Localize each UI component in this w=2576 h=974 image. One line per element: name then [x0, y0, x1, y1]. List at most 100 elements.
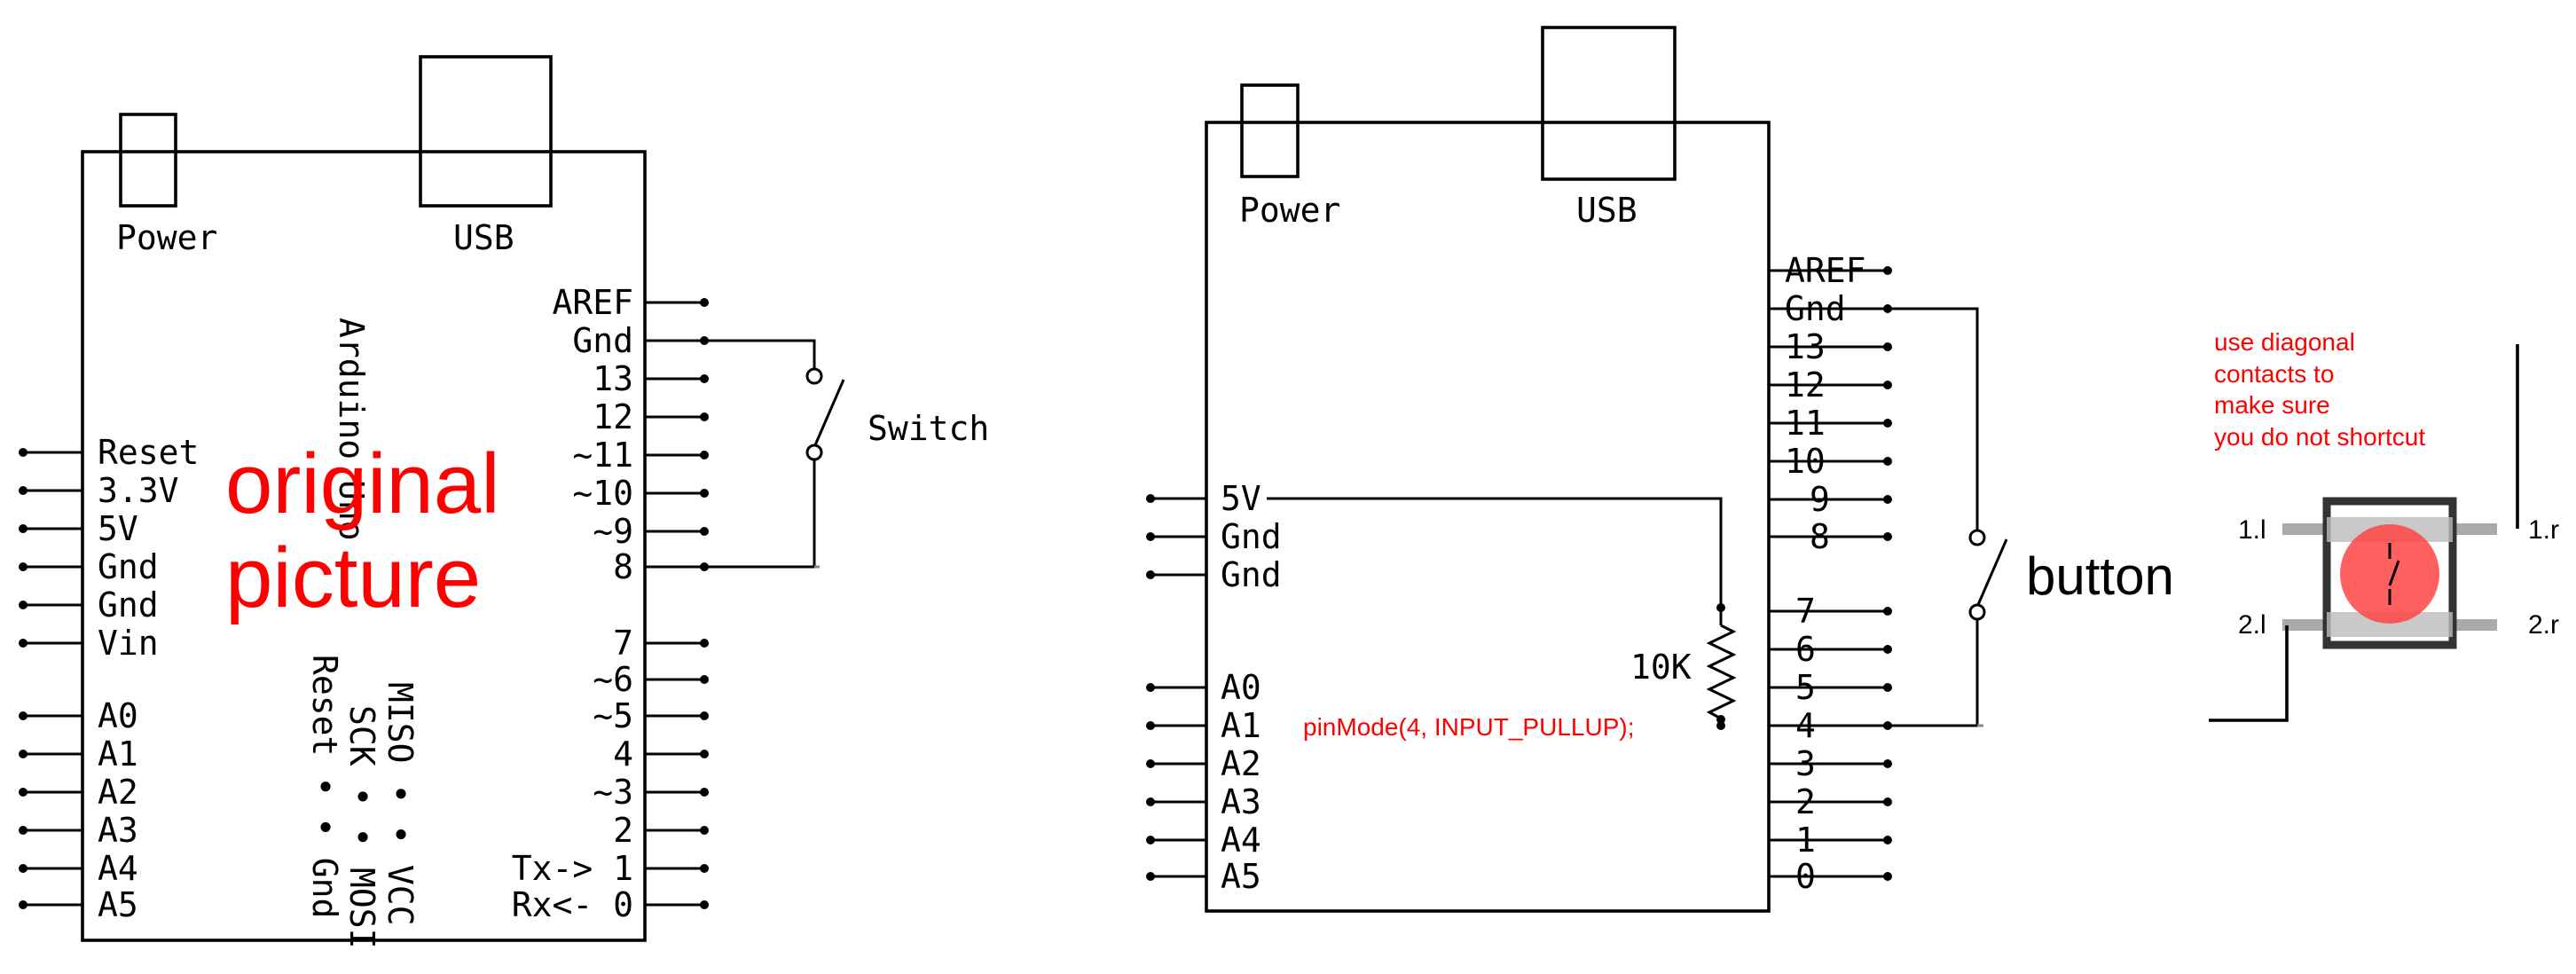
- rb-pin-5: 5: [1769, 668, 1892, 707]
- pin-2l-label: 2.l: [2238, 610, 2266, 640]
- left-pin-vin: Vin: [19, 624, 159, 663]
- rb-left-pin-label: A5: [1221, 857, 1261, 896]
- rb-left-pin-label: A0: [1221, 668, 1261, 707]
- right-pin-label: ~3: [593, 773, 633, 812]
- rb-left-pin-label: A1: [1221, 706, 1261, 745]
- note-line-1: use diagonal: [2214, 328, 2355, 356]
- code-annotation: pinMode(4, INPUT_PULLUP);: [1303, 713, 1634, 741]
- right-pin-9: ~9: [593, 512, 709, 551]
- left-pin-gnd2: Gnd: [19, 585, 159, 624]
- right-pin-3: ~3: [593, 773, 709, 812]
- right-pin-label: ~11: [572, 436, 633, 475]
- right-pin-label: Tx-> 1: [512, 849, 633, 888]
- right-pin-label: 13: [593, 359, 633, 398]
- left-header-right: AREF Gnd 13 12 ~11 ~10 ~9 8 7 ~6 ~5 4 ~3…: [512, 283, 709, 924]
- wire-2l: [2209, 625, 2289, 722]
- rb-pin-gnd: Gnd: [1769, 289, 1892, 328]
- rb-right-pin-label: 9: [1810, 480, 1830, 519]
- pin-1l-label: 1.l: [2238, 515, 2266, 545]
- rb-pin-10: 10: [1769, 442, 1892, 481]
- button-label: button: [2026, 546, 2174, 606]
- left-arduino-board: Power USB Arduino Uno Reset 3.3V 5V Gnd …: [19, 55, 989, 949]
- right-pin-7: 7: [613, 624, 709, 663]
- left-pin-label: A5: [98, 885, 138, 924]
- icsp-col1-label: Reset • • Gnd: [305, 655, 344, 918]
- right-pin-0: Rx<- 0: [512, 885, 709, 924]
- left-pin-label: Reset: [98, 433, 199, 472]
- rb-left-pin-label: A4: [1221, 821, 1261, 860]
- resistor-label: 10K: [1630, 648, 1692, 687]
- rb-right-pin-label: 11: [1785, 404, 1826, 443]
- icsp-col2-label: SCK • • MOSI: [342, 705, 381, 949]
- rb-left-pin-label: Gnd: [1221, 555, 1282, 594]
- right-pin-8: 8: [613, 547, 709, 586]
- note-line-4: you do not shortcut: [2214, 423, 2425, 451]
- rb-pin-a4: A4: [1146, 821, 1261, 860]
- left-pin-a1: A1: [19, 734, 138, 774]
- right-pin-1: Tx-> 1: [512, 849, 709, 888]
- right-header-left: 5V Gnd Gnd A0 A1 A2 A3 A4 A5: [1146, 479, 1282, 896]
- rb-right-pin-label: 10: [1785, 442, 1826, 481]
- left-switch: Switch: [704, 339, 989, 569]
- left-pin-label: A3: [98, 811, 138, 850]
- right-header-right: AREF Gnd 13 12 11 10 9 8 7 6 5 4 3 2 1 0: [1769, 251, 1892, 896]
- rb-right-pin-label: 12: [1785, 365, 1826, 405]
- right-pin-2: 2: [613, 811, 709, 850]
- right-pin-11: ~11: [572, 436, 709, 475]
- right-pin-label: AREF: [552, 283, 633, 322]
- right-pin-label: 7: [613, 624, 633, 663]
- left-pin-a0: A0: [19, 696, 138, 735]
- left-pin-label: Gnd: [98, 585, 159, 624]
- left-pin-reset: Reset: [19, 433, 199, 472]
- right-power-jack: [1240, 83, 1300, 178]
- rb-pin-a3: A3: [1146, 782, 1261, 821]
- left-pin-label: Vin: [98, 624, 159, 663]
- left-board-name: Arduino Uno: [332, 318, 371, 541]
- right-pin-label: 8: [613, 547, 633, 586]
- rb-right-pin-label: 4: [1795, 706, 1816, 745]
- left-pin-label: Gnd: [98, 547, 159, 586]
- right-arduino-board: Power USB 5V Gnd Gnd A0 A1 A2 A3 A4 A5 A…: [1146, 26, 2174, 913]
- rb-pin-6: 6: [1769, 630, 1892, 669]
- left-pin-3v3: 3.3V: [19, 471, 179, 510]
- right-pin-12: 12: [593, 397, 709, 436]
- rb-right-pin-label: 3: [1795, 744, 1816, 783]
- rb-pin-aref: AREF: [1769, 251, 1892, 290]
- note-line-3: make sure: [2214, 391, 2330, 419]
- rb-right-pin-label: 6: [1795, 630, 1816, 669]
- pullup-resistor: 10K: [1267, 497, 1737, 730]
- left-pin-gnd1: Gnd: [19, 547, 159, 586]
- rb-pin-5v: 5V: [1146, 479, 1261, 518]
- left-pin-label: 3.3V: [98, 471, 179, 510]
- right-pin-label: ~6: [593, 660, 633, 699]
- right-pin-5: ~5: [593, 696, 709, 735]
- rb-right-pin-label: 2: [1795, 782, 1816, 821]
- rb-pin-11: 11: [1769, 404, 1892, 443]
- note-line-2: contacts to: [2214, 360, 2334, 388]
- right-power-label: Power: [1239, 191, 1340, 230]
- left-header-left: Reset 3.3V 5V Gnd Gnd Vin A0 A1 A2 A3 A4…: [19, 433, 199, 924]
- rb-pin-a5: A5: [1146, 857, 1261, 896]
- rb-pin-7: 7: [1769, 592, 1892, 631]
- rb-pin-1: 1: [1769, 821, 1892, 860]
- pushbutton-detail: use diagonal contacts to make sure you d…: [2209, 328, 2559, 722]
- rb-pin-13: 13: [1769, 327, 1892, 366]
- left-pin-label: A2: [98, 773, 138, 812]
- left-pin-label: 5V: [98, 509, 138, 548]
- right-button-switch: button: [1888, 307, 2174, 727]
- right-pin-label: ~5: [593, 696, 633, 735]
- rb-pin-12: 12: [1769, 365, 1892, 405]
- right-pin-label: Gnd: [572, 321, 633, 360]
- rb-pin-2: 2: [1769, 782, 1892, 821]
- rb-pin-3: 3: [1769, 744, 1892, 783]
- right-pin-gnd: Gnd: [572, 321, 709, 360]
- button-cap-highlight: [2340, 524, 2439, 624]
- right-pin-aref: AREF: [552, 283, 709, 322]
- rb-right-pin-label: 13: [1785, 327, 1826, 366]
- right-usb-label: USB: [1576, 191, 1637, 230]
- rb-pin-0: 0: [1769, 857, 1892, 896]
- left-pin-label: A1: [98, 734, 138, 774]
- rb-right-pin-label: 0: [1795, 857, 1816, 896]
- left-usb-port: [419, 55, 553, 208]
- right-pin-label: 2: [613, 811, 633, 850]
